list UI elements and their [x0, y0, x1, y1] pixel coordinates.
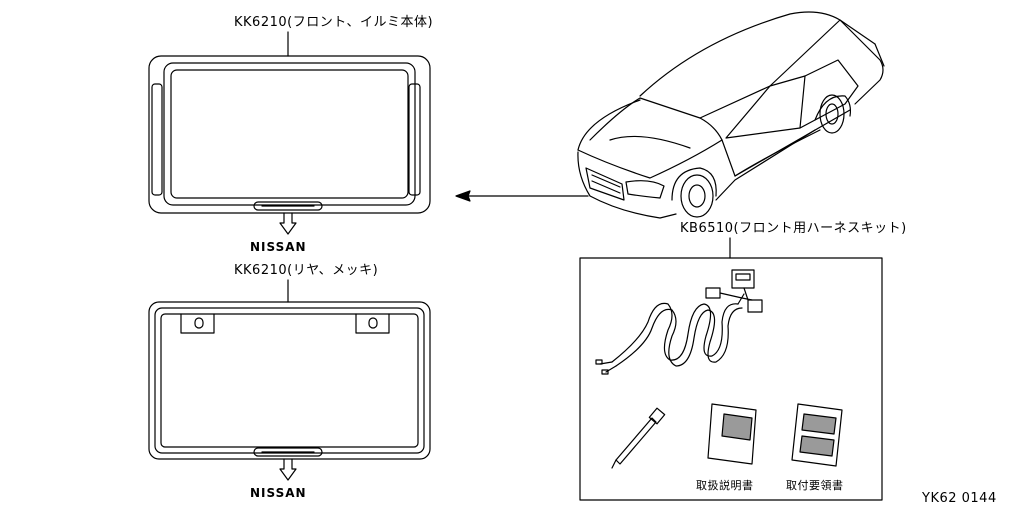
car-headlight	[625, 180, 665, 199]
instruction-manual-label: 取扱説明書	[696, 479, 754, 492]
instruction-manual	[707, 403, 757, 465]
front-frame-window	[170, 69, 409, 199]
car-front-wheel	[680, 174, 714, 218]
rear-frame-left-bracket	[180, 313, 215, 334]
rear-frame-label: KK6210(リヤ、メッキ)	[234, 263, 379, 278]
harness-connector	[731, 269, 755, 289]
front-frame-right-lamp	[408, 83, 421, 196]
front-frame-bezel	[163, 62, 416, 206]
harness-kit-box	[579, 257, 883, 501]
rear-frame-window	[160, 313, 419, 448]
bulb-socket-tool	[611, 407, 666, 469]
rear-frame-emblem-plate	[253, 447, 323, 457]
rear-frame-left-screw-hole	[194, 317, 204, 329]
sedan-car-illustration	[577, 11, 885, 219]
wiring-harness	[595, 269, 763, 375]
front-frame-arrow	[279, 212, 297, 235]
harness-plug	[747, 299, 763, 313]
rear-frame-logo-text: NISSAN	[250, 486, 307, 500]
rear-frame-outer	[148, 301, 431, 460]
front-frame-logo-text: NISSAN	[250, 240, 307, 254]
car-to-frame-arrow	[455, 190, 589, 202]
rear-license-frame	[148, 279, 431, 481]
installation-guide	[791, 403, 843, 467]
rear-frame-arrow	[279, 458, 297, 481]
front-license-frame	[148, 31, 431, 235]
harness-kit	[579, 237, 883, 501]
front-frame-outer	[148, 55, 431, 214]
car-grille	[585, 167, 625, 201]
rear-frame-right-bracket	[355, 313, 390, 334]
rear-frame-right-screw-hole	[368, 317, 378, 329]
front-frame-emblem-plate	[253, 201, 323, 211]
car-rear-wheel	[819, 94, 845, 134]
figure-code: YK62 0144	[922, 491, 997, 506]
front-frame-label: KK6210(フロント、イルミ本体)	[234, 15, 434, 30]
front-frame-left-lamp	[151, 83, 163, 196]
rear-frame-middle	[154, 307, 425, 454]
installation-guide-label: 取付要領書	[786, 479, 844, 492]
harness-kit-label: KB6510(フロント用ハーネスキット)	[680, 221, 907, 236]
